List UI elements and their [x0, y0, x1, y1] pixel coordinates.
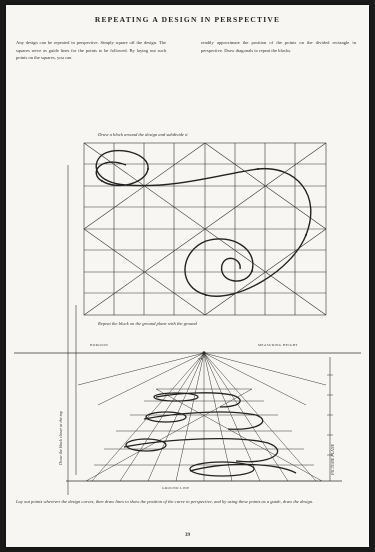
page-title: REPEATING A DESIGN IN PERSPECTIVE [94, 15, 281, 24]
measuring-label: MEASURING HEIGHT [258, 343, 299, 347]
caption-bottom: Lay out points wherever the design curve… [16, 499, 314, 504]
intro-text-left: Any design can be repeated in perspectiv… [16, 40, 166, 60]
perspective-illustration [14, 142, 361, 495]
intro-text-right: readily approximate the position of the … [201, 40, 356, 53]
book-page: REPEATING A DESIGN IN PERSPECTIVE Any de… [6, 5, 369, 547]
ground-line-label: GROUND LINE [162, 486, 190, 490]
caption-top: Draw a block around the design and subdi… [98, 132, 188, 137]
page-number: 39 [185, 533, 190, 538]
horizon-label: HORIZON [90, 343, 109, 347]
vp-label: VP [198, 357, 204, 361]
right-vertical-label: PICTURE PLANE [330, 443, 335, 475]
caption-mid: Repeat the block on the ground plane wit… [98, 321, 197, 326]
left-vertical-label: Draw the block closer at the top [58, 411, 63, 465]
